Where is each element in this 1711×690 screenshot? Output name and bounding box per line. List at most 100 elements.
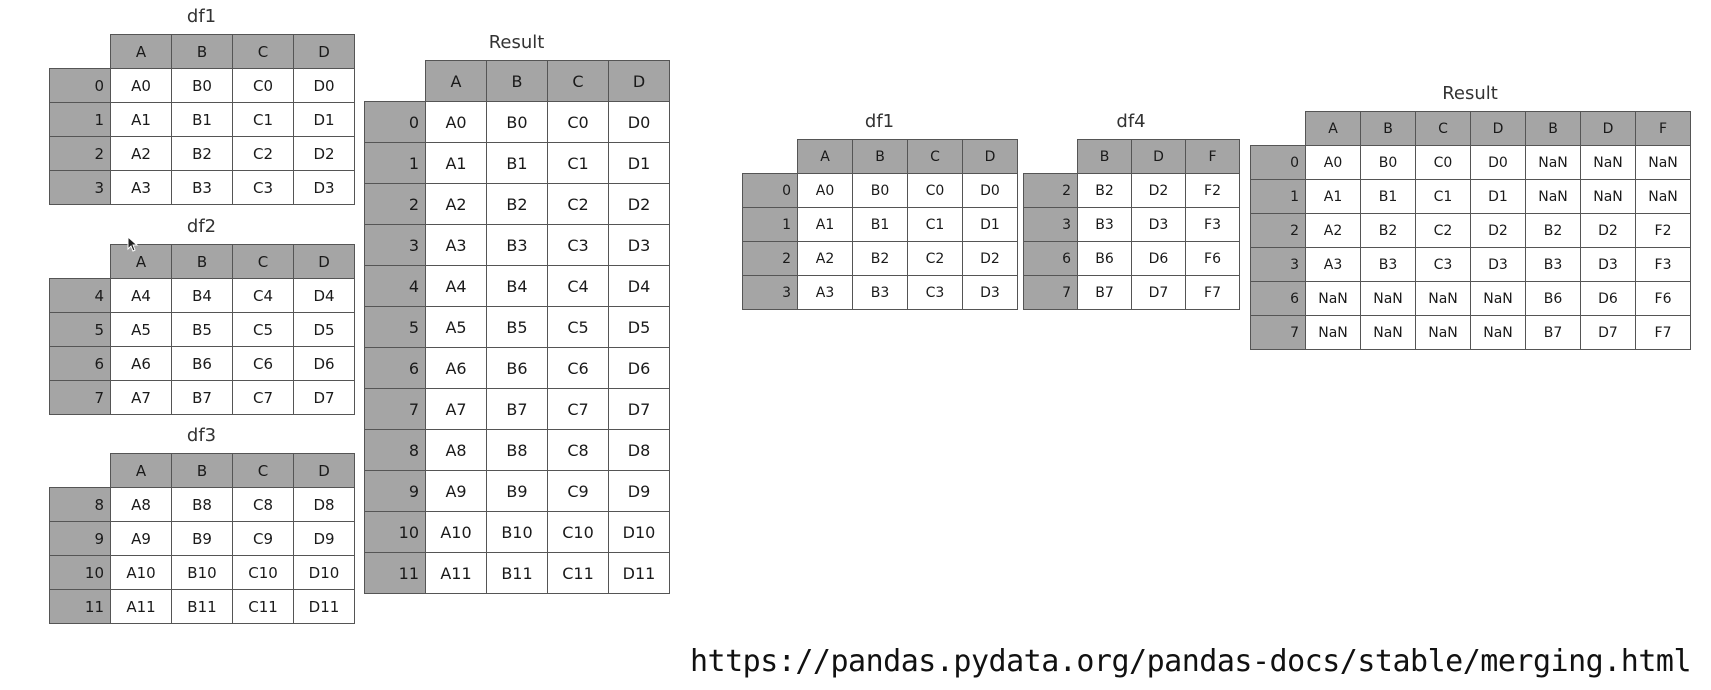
table-cell: C8 (232, 487, 294, 522)
table-cell: B3 (852, 275, 908, 310)
table-cell: B2 (852, 241, 908, 276)
table-cell: D11 (608, 552, 670, 594)
table-cell: D4 (608, 265, 670, 307)
table-cell: D9 (608, 470, 670, 512)
row-index: 1 (49, 102, 111, 137)
row-index: 7 (1250, 315, 1306, 350)
table-title: df3 (186, 425, 217, 446)
column-header: B (171, 244, 233, 279)
table-cell: NaN (1305, 315, 1361, 350)
table-cell: C4 (547, 265, 609, 307)
row-index: 0 (364, 101, 426, 143)
column-header: B (171, 34, 233, 69)
table-cell: B6 (1077, 241, 1132, 276)
table-cell: B2 (1077, 173, 1132, 208)
header-corner (742, 139, 798, 174)
table-cell: A0 (797, 173, 853, 208)
table-cell: F3 (1635, 247, 1691, 282)
column-header: D (1580, 111, 1636, 146)
row-index: 11 (49, 589, 111, 624)
table-cell: F7 (1185, 275, 1240, 310)
table-cell: NaN (1470, 281, 1526, 316)
column-header: B (1360, 111, 1416, 146)
table-cell: B7 (1525, 315, 1581, 350)
table-cell: NaN (1360, 315, 1416, 350)
table-cell: B6 (486, 347, 548, 389)
table-cell: NaN (1525, 179, 1581, 214)
table-cell: D3 (293, 170, 355, 205)
table-cell: C2 (547, 183, 609, 225)
table-cell: C8 (547, 429, 609, 471)
column-header: C (232, 453, 294, 488)
table-cell: A0 (1305, 145, 1361, 180)
table-cell: B2 (1525, 213, 1581, 248)
table-cell: NaN (1415, 315, 1471, 350)
column-header: C (232, 34, 294, 69)
column-header: C (907, 139, 963, 174)
table-cell: C0 (1415, 145, 1471, 180)
row-index: 11 (364, 552, 426, 594)
row-index: 4 (49, 278, 111, 313)
table-cell: C10 (232, 555, 294, 590)
table-cell: C0 (547, 101, 609, 143)
table-cell: C11 (232, 589, 294, 624)
table-cell: D5 (608, 306, 670, 348)
table-cell: B3 (486, 224, 548, 266)
table-cell: B3 (1360, 247, 1416, 282)
row-index: 9 (49, 521, 111, 556)
table-cell: B0 (486, 101, 548, 143)
column-header: B (852, 139, 908, 174)
table-cell: B8 (171, 487, 233, 522)
table-cell: A10 (110, 555, 172, 590)
table-cell: A2 (425, 183, 487, 225)
table-cell: B8 (486, 429, 548, 471)
table-cell: NaN (1470, 315, 1526, 350)
table-cell: F2 (1185, 173, 1240, 208)
table-cell: B3 (1077, 207, 1132, 242)
table-cell: D7 (1580, 315, 1636, 350)
row-index: 1 (364, 142, 426, 184)
column-header: D (293, 453, 355, 488)
table-cell: C9 (547, 470, 609, 512)
column-header: A (110, 34, 172, 69)
header-corner (1023, 139, 1078, 174)
table-cell: NaN (1635, 145, 1691, 180)
header-corner (1250, 111, 1306, 146)
table-cell: C1 (232, 102, 294, 137)
row-index: 3 (364, 224, 426, 266)
table-cell: B3 (1525, 247, 1581, 282)
column-header: D (293, 244, 355, 279)
table-cell: B1 (171, 102, 233, 137)
table-cell: B0 (852, 173, 908, 208)
row-index: 1 (742, 207, 798, 242)
table-cell: D1 (608, 142, 670, 184)
row-index: 10 (49, 555, 111, 590)
table-cell: B1 (1360, 179, 1416, 214)
table-cell: C0 (232, 68, 294, 103)
table-cell: D3 (1580, 247, 1636, 282)
table-cell: C5 (547, 306, 609, 348)
table-cell: NaN (1305, 281, 1361, 316)
